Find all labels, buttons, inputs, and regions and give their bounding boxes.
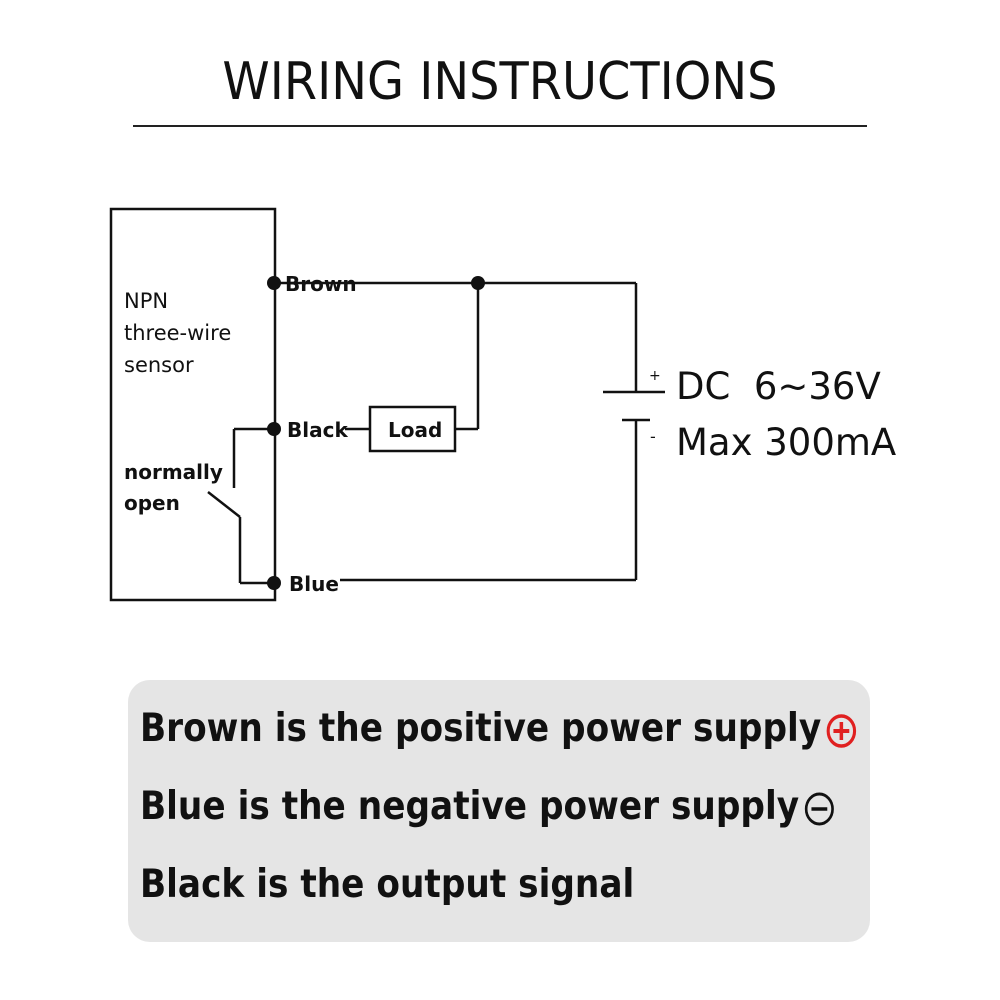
sensor-name-line: sensor [124,353,194,377]
voltage-label: DC 6~36V [676,365,881,408]
sensor-box [109,207,277,602]
switch-blade [207,491,241,518]
current-label: Max 300mA [676,421,896,464]
wiring-diagram: NPN three-wire sensor normally open Brow… [109,207,896,602]
switch-label: open [124,491,180,515]
switch-label: normally [124,460,223,484]
note-brown: Brown is the positive power supply [140,706,858,751]
blue-label: Blue [289,572,339,596]
sensor-name-line: NPN [124,289,168,313]
sensor-name-line: three-wire [124,321,231,345]
blue-terminal [267,576,281,590]
brown-label: Brown [285,272,357,296]
note-black: Black is the output signal [140,862,635,907]
title-divider [133,125,867,127]
note-blue: Blue is the negative power supply [140,784,836,829]
plus-sign: + [649,368,661,384]
plus-circle-icon [826,713,857,748]
load-label: Load [388,418,442,442]
junction-dot [471,276,485,290]
notes-panel: Brown is the positive power supply Blue … [128,680,870,942]
black-terminal [267,422,281,436]
black-label: Black [287,418,348,442]
brown-terminal [267,276,281,290]
minus-circle-icon [804,792,834,825]
minus-sign: - [650,427,656,446]
page-title: WIRING INSTRUCTIONS [222,52,778,112]
